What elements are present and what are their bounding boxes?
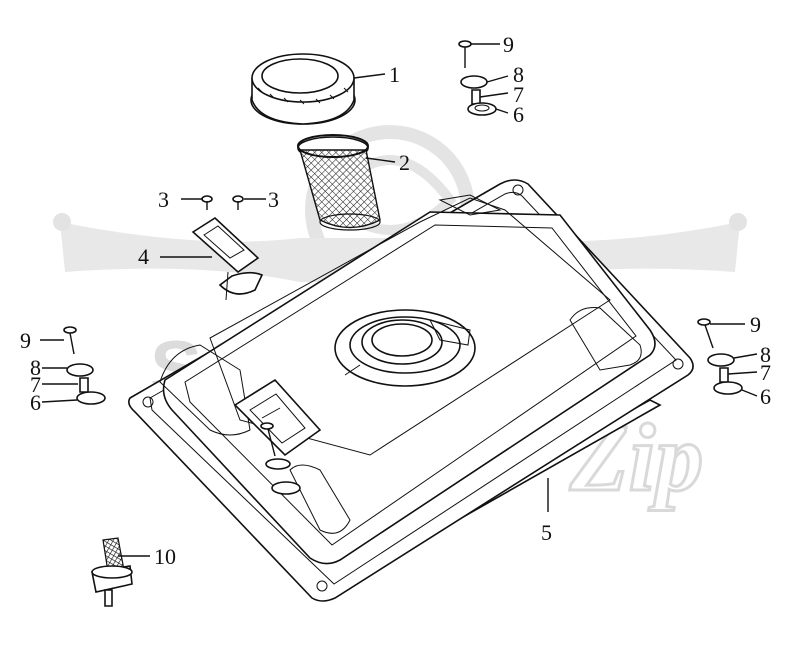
screw-3b — [232, 195, 244, 210]
mount-set-right — [458, 40, 497, 116]
callout-6-right: 6 — [760, 384, 771, 409]
callout-3-right: 3 — [268, 187, 279, 212]
mount-set-far-right — [697, 318, 743, 395]
fuel-sender-bracket — [191, 216, 264, 301]
callout-8-top: 8 — [513, 62, 524, 87]
callout-labels: 1 2 3 3 4 5 6 7 8 9 6 7 8 9 6 7 8 9 10 — [20, 32, 771, 569]
callout-9-top: 9 — [503, 32, 514, 57]
callout-9-left: 9 — [20, 328, 31, 353]
callout-7-left: 7 — [30, 372, 41, 397]
callout-5: 5 — [541, 520, 552, 545]
fuel-tank — [128, 179, 694, 602]
drain-valve — [91, 537, 133, 607]
callout-10: 10 — [154, 544, 176, 569]
mount-set-left — [63, 326, 106, 405]
mount-set-tank — [260, 422, 301, 495]
callout-3-left: 3 — [158, 187, 169, 212]
callout-4: 4 — [138, 244, 149, 269]
callout-6-top: 6 — [513, 102, 524, 127]
screw-3a — [201, 195, 213, 210]
leader-lines — [40, 43, 758, 557]
callout-6-left: 6 — [30, 390, 41, 415]
fuel-cap — [250, 53, 356, 125]
callout-1: 1 — [389, 62, 400, 87]
callout-8-right: 8 — [760, 342, 771, 367]
callout-2: 2 — [399, 150, 410, 175]
callout-9-right: 9 — [750, 312, 761, 337]
callout-7-right: 7 — [760, 360, 771, 385]
callout-8-left: 8 — [30, 355, 41, 380]
callout-7-top: 7 — [513, 82, 524, 107]
fuel-strainer — [297, 134, 381, 231]
